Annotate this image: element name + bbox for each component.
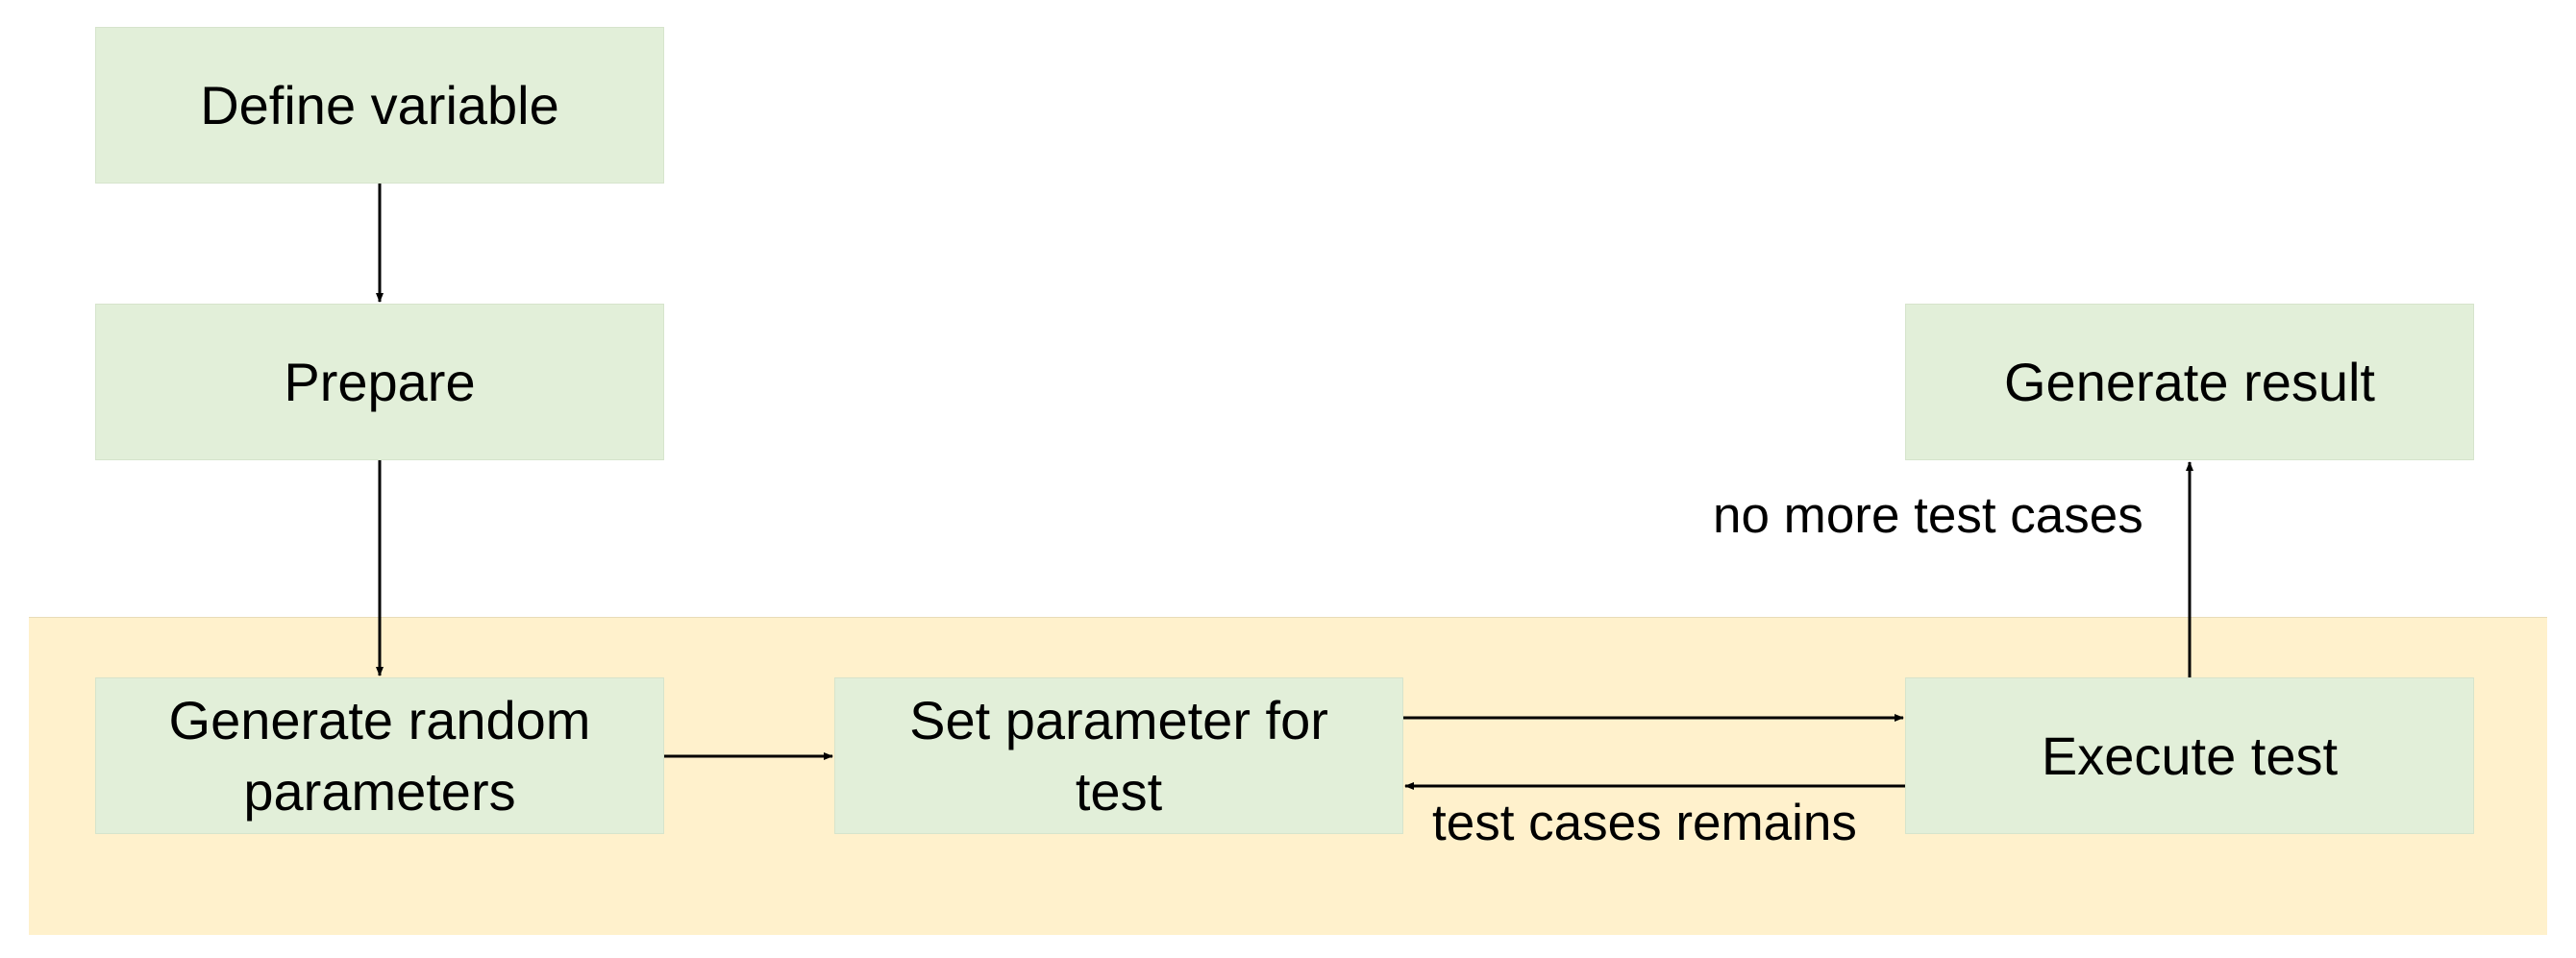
- edge-label-test-cases-remains: test cases remains: [1432, 795, 1857, 851]
- node-define-variable: Define variable: [95, 27, 664, 184]
- edge-label-no-more-test-cases: no more test cases: [1713, 487, 2143, 544]
- node-set-parameter-for-test: Set parameter for test: [834, 677, 1403, 834]
- node-generate-random-parameters: Generate random parameters: [95, 677, 664, 834]
- node-prepare: Prepare: [95, 304, 664, 460]
- node-generate-result: Generate result: [1905, 304, 2474, 460]
- node-execute-test: Execute test: [1905, 677, 2474, 834]
